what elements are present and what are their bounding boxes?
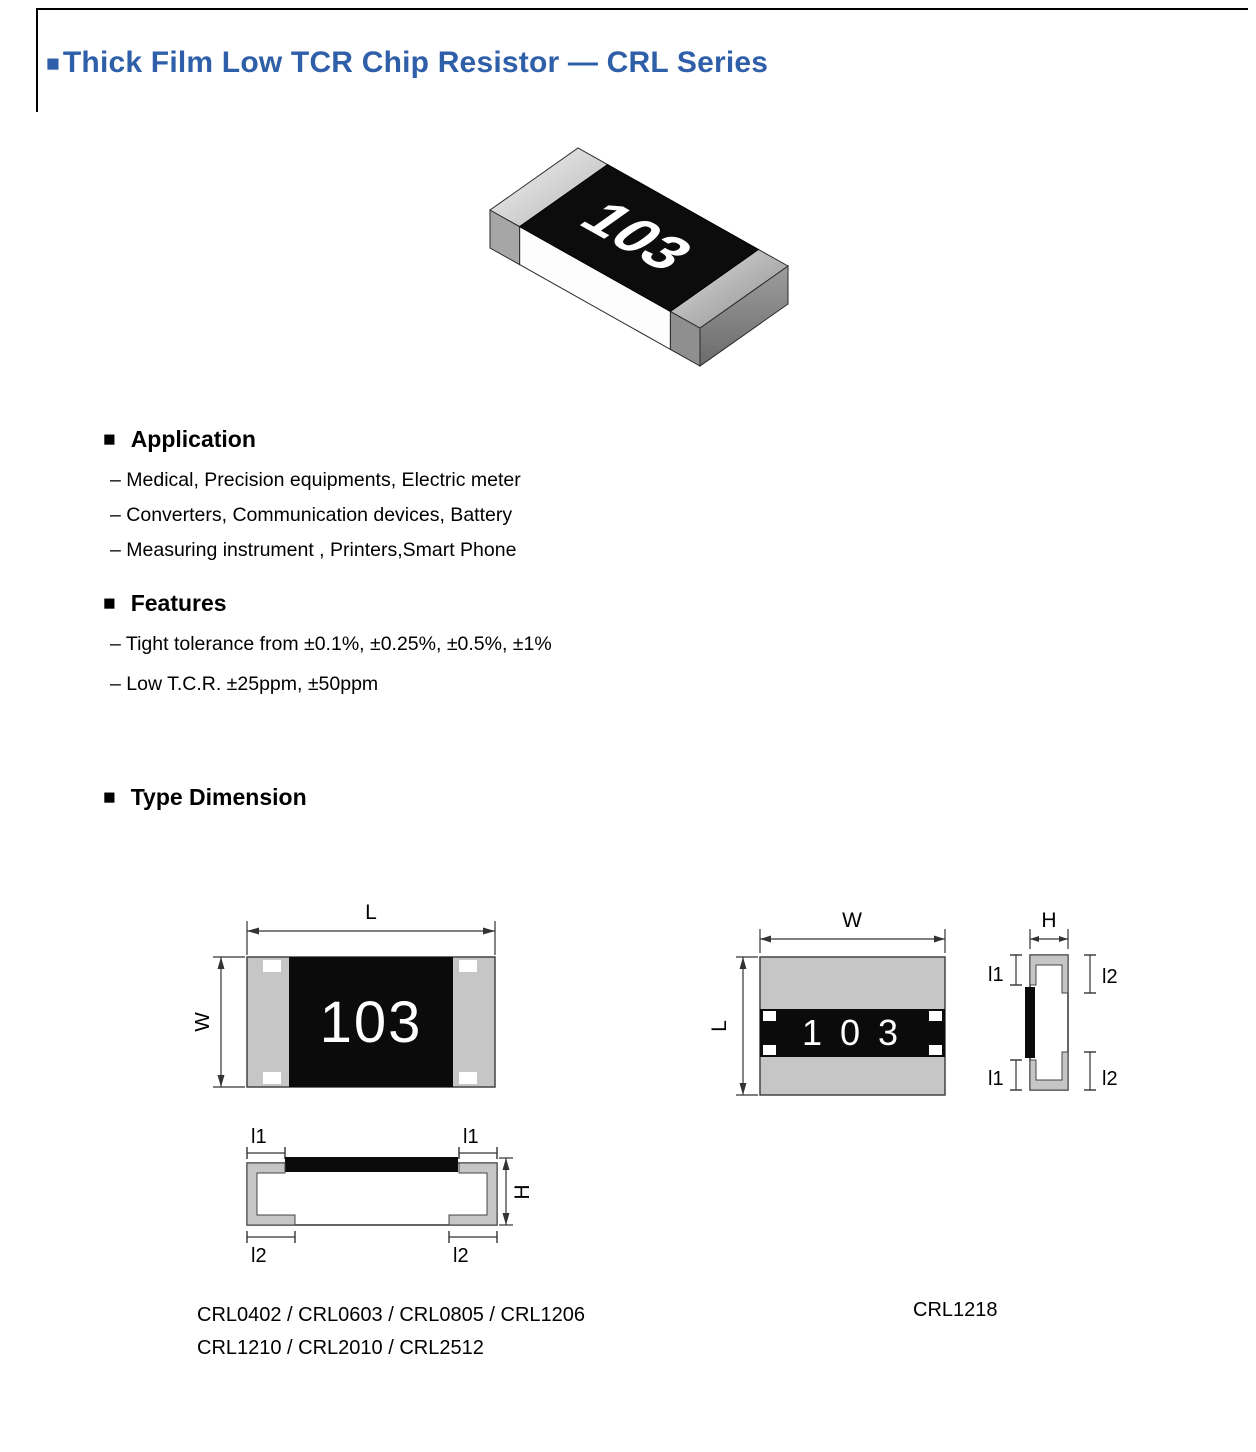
dim-l1-left: l1 bbox=[246, 1126, 286, 1159]
page-title-text: Thick Film Low TCR Chip Resistor — CRL S… bbox=[62, 46, 769, 79]
dim-l2-label: l2 bbox=[251, 1245, 267, 1267]
dim-H: H bbox=[499, 1157, 534, 1226]
dim-l1-label: l1 bbox=[463, 1126, 479, 1148]
dim-l2-label: l2 bbox=[1102, 966, 1118, 988]
dim-W-label: W bbox=[195, 1012, 214, 1032]
page-border-left-line bbox=[36, 8, 38, 112]
dim-L-label: L bbox=[365, 901, 377, 924]
chip-side-view bbox=[1025, 954, 1069, 1091]
features-list: – Tight tolerance from ±0.1%, ±0.25%, ±0… bbox=[110, 633, 552, 713]
dim-l1-right: l1 bbox=[458, 1126, 498, 1159]
application-item: – Converters, Communication devices, Bat… bbox=[110, 504, 513, 526]
page-title: ■ Thick Film Low TCR Chip Resistor — CRL… bbox=[46, 46, 768, 80]
caption-line: CRL1210 / CRL2010 / CRL2512 bbox=[197, 1337, 484, 1359]
features-heading-label: Features bbox=[130, 590, 227, 616]
square-bullet-icon: ■ bbox=[103, 428, 116, 451]
title-bullet-icon: ■ bbox=[46, 49, 60, 76]
chip-side-view bbox=[246, 1157, 498, 1226]
dim-l1-label: l1 bbox=[988, 964, 1004, 986]
type-dimension-heading: ■ Type Dimension bbox=[103, 784, 307, 811]
dim-l1-top: l1 bbox=[988, 954, 1022, 986]
dim-l2-top: l2 bbox=[1084, 954, 1118, 994]
chip-top-resistive-face bbox=[518, 164, 760, 312]
square-bullet-icon: ■ bbox=[103, 592, 116, 615]
dimension-drawing-crl1218: W L 1 0 3 H bbox=[708, 909, 1118, 1096]
dim-l1-label: l1 bbox=[988, 1068, 1004, 1090]
square-bullet-icon: ■ bbox=[103, 786, 116, 809]
resistor-3d-illustration: 103 bbox=[489, 147, 789, 367]
dim-W: W bbox=[759, 909, 946, 953]
dim-l1-bottom: l1 bbox=[988, 1059, 1022, 1091]
application-item: – Measuring instrument , Printers,Smart … bbox=[110, 539, 517, 561]
dim-L-label: L bbox=[708, 1020, 731, 1032]
caption-crl1218: CRL1218 bbox=[913, 1299, 998, 1322]
dim-L: L bbox=[708, 956, 758, 1096]
caption-standard-sizes: CRL0402 / CRL0603 / CRL0805 / CRL1206 CR… bbox=[197, 1299, 585, 1365]
dim-l2-bottom: l2 bbox=[1084, 1051, 1118, 1091]
chip-top-view: 103 bbox=[246, 956, 496, 1088]
dim-l1-label: l1 bbox=[251, 1126, 267, 1148]
dim-W: W bbox=[195, 956, 245, 1088]
page-border-top-line bbox=[36, 8, 1248, 10]
features-heading: ■ Features bbox=[103, 590, 227, 617]
caption-line: CRL1218 bbox=[913, 1299, 998, 1321]
top-view-marking: 1 0 3 bbox=[802, 1012, 902, 1053]
dim-l2-left: l2 bbox=[246, 1231, 296, 1267]
dim-l2-label: l2 bbox=[1102, 1068, 1118, 1090]
dim-L: L bbox=[246, 901, 496, 955]
application-heading: ■ Application bbox=[103, 426, 256, 453]
dim-H-label: H bbox=[1041, 909, 1056, 932]
application-item: – Medical, Precision equipments, Electri… bbox=[110, 469, 521, 491]
features-item: – Tight tolerance from ±0.1%, ±0.25%, ±0… bbox=[110, 633, 552, 655]
application-list: – Medical, Precision equipments, Electri… bbox=[110, 469, 521, 574]
caption-line: CRL0402 / CRL0603 / CRL0805 / CRL1206 bbox=[197, 1304, 586, 1326]
dim-H: H bbox=[1029, 909, 1069, 949]
dim-l2-label: l2 bbox=[453, 1245, 469, 1267]
chip-top-view: 1 0 3 bbox=[759, 956, 946, 1096]
application-heading-label: Application bbox=[130, 426, 256, 452]
top-view-marking: 103 bbox=[320, 990, 423, 1055]
dim-l2-right: l2 bbox=[448, 1231, 498, 1267]
type-dimension-heading-label: Type Dimension bbox=[130, 784, 307, 810]
dimension-drawing-standard-sizes: L W 103 l1 bbox=[195, 901, 534, 1267]
dim-H-label: H bbox=[511, 1184, 534, 1199]
dim-W-label: W bbox=[842, 909, 862, 932]
features-item: – Low T.C.R. ±25ppm, ±50ppm bbox=[110, 673, 379, 695]
